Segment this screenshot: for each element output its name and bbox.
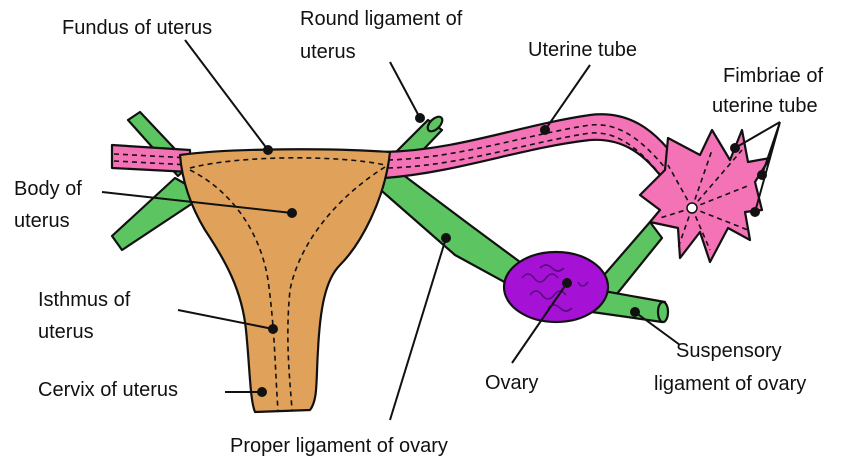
label-proper-ligament: Proper ligament of ovary bbox=[230, 435, 448, 457]
dot-isthmus bbox=[268, 324, 278, 334]
ovary bbox=[504, 252, 608, 322]
dot-fundus bbox=[263, 145, 273, 155]
label-fimbriae-line1: Fimbriae of bbox=[723, 65, 823, 87]
label-suspensory-line1: Suspensory bbox=[676, 340, 782, 362]
label-fimbriae-line2: uterine tube bbox=[712, 95, 818, 117]
dot-round-ligament bbox=[415, 113, 425, 123]
label-uterine-tube: Uterine tube bbox=[528, 39, 637, 61]
label-fundus: Fundus of uterus bbox=[62, 17, 212, 39]
label-cervix: Cervix of uterus bbox=[38, 379, 178, 401]
leader-round-ligament bbox=[390, 62, 420, 118]
dot-cervix bbox=[257, 387, 267, 397]
suspensory-ligament-end bbox=[658, 302, 668, 322]
dot-fimbriae-2 bbox=[757, 170, 767, 180]
label-round-ligament-line2: uterus bbox=[300, 41, 356, 63]
label-isthmus-line2: uterus bbox=[38, 321, 94, 343]
ovary-shape bbox=[504, 252, 608, 322]
label-suspensory-line2: ligament of ovary bbox=[654, 373, 806, 395]
label-ovary: Ovary bbox=[485, 372, 538, 394]
dot-suspensory bbox=[630, 307, 640, 317]
dot-body bbox=[287, 208, 297, 218]
uterus-shape bbox=[180, 149, 390, 412]
left-uterine-tube bbox=[112, 145, 190, 172]
dot-ovary bbox=[562, 278, 572, 288]
label-body-line2: uterus bbox=[14, 210, 70, 232]
dot-uterine-tube bbox=[540, 125, 550, 135]
dot-proper-ligament bbox=[441, 233, 451, 243]
leader-fundus bbox=[185, 40, 268, 150]
label-round-ligament-line1: Round ligament of bbox=[300, 8, 463, 30]
label-body-line1: Body of bbox=[14, 178, 82, 200]
proper-ligament-shape bbox=[375, 165, 520, 285]
dot-fimbriae-1 bbox=[730, 143, 740, 153]
leader-proper-ligament bbox=[390, 238, 446, 420]
label-isthmus-line1: Isthmus of bbox=[38, 289, 131, 311]
dot-fimbriae-3 bbox=[750, 207, 760, 217]
tube-opening bbox=[687, 203, 697, 213]
